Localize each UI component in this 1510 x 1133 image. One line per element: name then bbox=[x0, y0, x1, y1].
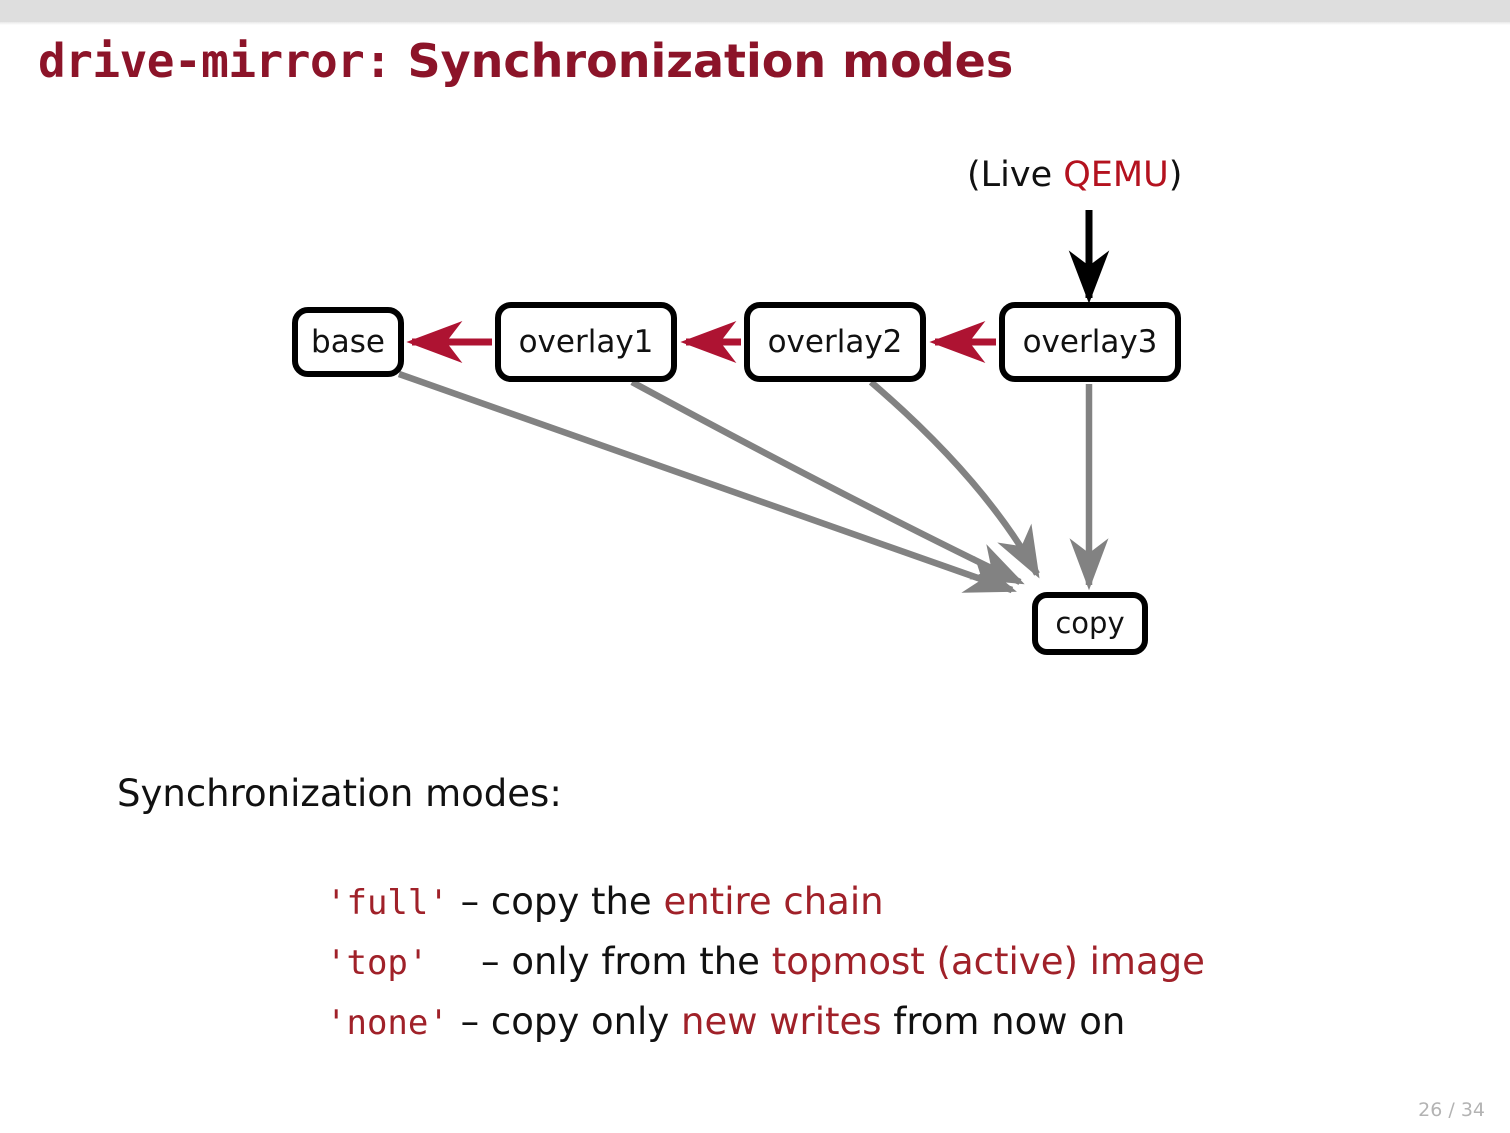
diagram-node-overlay1[interactable]: overlay1 bbox=[495, 302, 677, 382]
diagram-node-overlay3[interactable]: overlay3 bbox=[999, 302, 1181, 382]
live-qemu-suffix: ) bbox=[1168, 155, 1183, 195]
arrow-base-to-copy bbox=[397, 370, 1017, 594]
mode-tail-none: from now on bbox=[881, 999, 1126, 1043]
list-item: 'full' – copy the entire chain bbox=[326, 872, 1205, 932]
page-title: drive-mirror: Synchronization modes bbox=[38, 38, 1013, 84]
slide-top-bar bbox=[0, 0, 1510, 22]
sync-modes-list: 'full' – copy the entire chain 'top' – o… bbox=[326, 872, 1205, 1052]
mode-highlight-top: topmost (active) image bbox=[771, 939, 1205, 983]
mode-key-top: 'top' bbox=[326, 942, 470, 983]
sync-modes-heading: Synchronization modes: bbox=[117, 772, 562, 815]
diagram-node-overlay2[interactable]: overlay2 bbox=[744, 302, 926, 382]
page-title-mono: drive-mirror: bbox=[38, 34, 392, 88]
diagram-node-overlay3-label: overlay3 bbox=[1022, 323, 1158, 360]
arrow-overlay1-to-copy bbox=[630, 379, 1025, 585]
diagram-node-base-label: base bbox=[311, 323, 385, 360]
mode-highlight-full: entire chain bbox=[663, 880, 884, 923]
mode-mid-none: – copy only bbox=[448, 999, 681, 1043]
diagram-node-overlay1-label: overlay1 bbox=[518, 323, 654, 360]
mode-key-full: 'full' bbox=[326, 883, 449, 923]
live-qemu-accent: QEMU bbox=[1063, 155, 1169, 195]
mode-key-none: 'none' bbox=[326, 1002, 449, 1043]
diagram-node-overlay2-label: overlay2 bbox=[767, 323, 903, 360]
slide-top-bar-shadow bbox=[0, 22, 1510, 25]
page-title-rest: Synchronization modes bbox=[391, 34, 1014, 88]
diagram-node-copy-label: copy bbox=[1055, 606, 1125, 640]
backing-chain-diagram: (Live QEMU) base overlay1 overlay2 overl… bbox=[0, 130, 1510, 710]
live-qemu-label: (Live QEMU) bbox=[967, 158, 1182, 193]
mode-mid-full: – copy the bbox=[448, 880, 664, 923]
mode-highlight-none: new writes bbox=[681, 999, 882, 1043]
list-item: 'top' – only from the topmost (active) i… bbox=[326, 932, 1205, 992]
arrow-overlay2-to-copy bbox=[868, 379, 1040, 579]
diagram-arrows-svg bbox=[397, 210, 1110, 594]
diagram-node-base[interactable]: base bbox=[292, 307, 404, 377]
mode-mid-top: – only from the bbox=[469, 939, 772, 983]
diagram-node-copy[interactable]: copy bbox=[1032, 592, 1148, 655]
list-item: 'none' – copy only new writes from now o… bbox=[326, 992, 1205, 1052]
live-qemu-prefix: (Live bbox=[967, 155, 1064, 195]
page-number: 26 / 34 bbox=[1418, 1099, 1485, 1121]
